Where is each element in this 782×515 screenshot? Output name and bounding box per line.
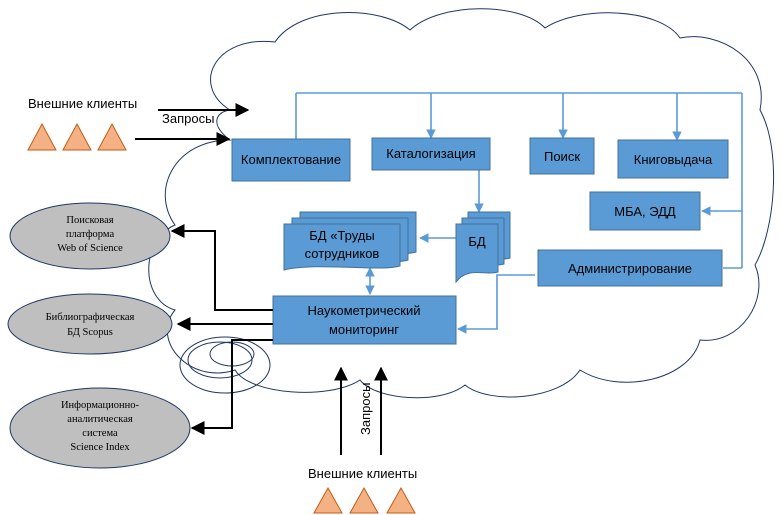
module-cataloging: Каталогизация	[371, 137, 491, 171]
distribution-lines	[291, 92, 743, 334]
module-ill: МБА, ЭДД	[589, 191, 701, 231]
ill-label: МБА, ЭДД	[614, 204, 676, 219]
client-triangle	[349, 486, 379, 514]
client-triangle	[97, 122, 127, 151]
staff-works-label-2: сотрудников	[305, 246, 380, 261]
requests-top-label: Запросы	[162, 111, 214, 126]
db-label: БД	[468, 234, 486, 249]
scopus-label-1: Библиографическая	[46, 312, 135, 323]
oval-scopus: Библиографическая БД Scopus	[7, 293, 173, 355]
scopus-label-2: БД Scopus	[67, 327, 113, 338]
wos-label-2: платформа	[66, 229, 115, 240]
cataloging-label: Каталогизация	[386, 146, 475, 161]
external-clients-bottom-label: Внешние клиенты	[308, 466, 417, 481]
science-index-label-3: система	[82, 428, 118, 439]
client-triangle	[313, 486, 343, 514]
external-clients-bottom: Внешние клиенты Запросы	[308, 383, 417, 514]
module-scientometric: Наукометрический мониторинг	[272, 295, 457, 345]
administration-label: Администрирование	[568, 261, 692, 276]
circulation-label: Книговыдача	[634, 152, 713, 167]
cloud-shape	[148, 8, 775, 399]
db-document-stack: БД	[455, 211, 511, 284]
swirl-decoration	[179, 336, 271, 394]
client-triangle	[386, 486, 416, 514]
oval-web-of-science: Поисковая платформа Web of Science	[9, 202, 171, 270]
science-index-label-4: Science Index	[70, 442, 130, 453]
staff-works-db-stack: БД «Труды сотрудников	[283, 211, 417, 271]
oval-science-index: Информационно- аналитическая система Sci…	[9, 387, 191, 469]
staff-works-label-1: БД «Труды	[309, 228, 374, 243]
science-index-label-2: аналитическая	[67, 414, 133, 425]
external-clients-top: Внешние клиенты Запросы	[27, 96, 214, 151]
client-triangle	[27, 122, 57, 151]
client-triangle	[62, 122, 92, 151]
wos-label-1: Поисковая	[66, 215, 113, 226]
module-search: Поиск	[529, 137, 595, 175]
external-clients-top-label: Внешние клиенты	[28, 96, 137, 111]
module-acquisition: Комплектование	[231, 138, 351, 182]
scientometric-label-2: мониторинг	[329, 322, 399, 337]
export-arrows	[170, 224, 273, 435]
wos-label-3: Web of Science	[57, 243, 123, 254]
requests-bottom-label: Запросы	[358, 383, 373, 435]
module-administration: Администрирование	[537, 249, 723, 287]
scientometric-label-1: Наукометрический	[308, 303, 421, 318]
module-circulation: Книговыдача	[617, 139, 729, 179]
science-index-label-1: Информационно-	[61, 400, 140, 411]
acquisition-label: Комплектование	[241, 152, 341, 167]
search-label: Поиск	[544, 149, 580, 164]
